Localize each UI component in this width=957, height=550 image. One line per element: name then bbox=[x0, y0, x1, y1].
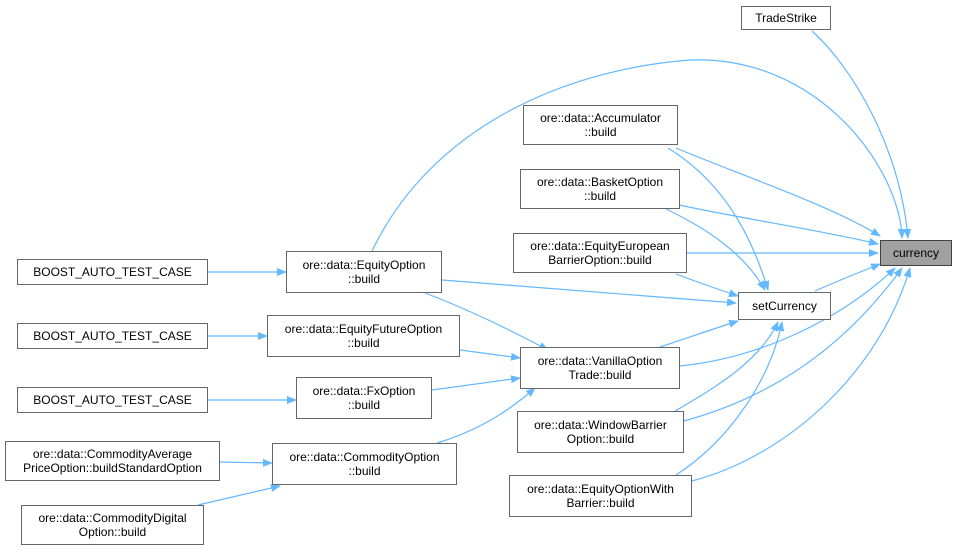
node-label: currency bbox=[892, 246, 939, 260]
node-label: ::build bbox=[347, 272, 381, 286]
edge-equityoption-setcurrency bbox=[441, 279, 737, 307]
edge-equityeuro-setcurrency bbox=[675, 273, 739, 297]
edge-fx-vanilla bbox=[431, 375, 521, 391]
node-currency: currency bbox=[880, 240, 952, 266]
node-label: ore::data::VanillaOption bbox=[537, 354, 663, 368]
node-accumulator-build[interactable]: ore::data::Accumulator::build bbox=[523, 105, 678, 145]
node-label: ore::data::BasketOption bbox=[536, 175, 664, 189]
edge-vanilla-setcurrency bbox=[659, 319, 739, 348]
edge-accumulator-setcurrency bbox=[667, 147, 770, 291]
node-label: ore::data::WindowBarrier bbox=[534, 418, 667, 432]
node-trade-strike[interactable]: TradeStrike bbox=[741, 6, 831, 30]
edge-accumulator-currency bbox=[675, 147, 881, 237]
edge-equityoption-currency bbox=[371, 59, 906, 252]
node-boost-auto-test-case-1[interactable]: BOOST_AUTO_TEST_CASE bbox=[17, 259, 208, 285]
edge-eqbarrier-setcurrency bbox=[675, 321, 785, 476]
node-label: BOOST_AUTO_TEST_CASE bbox=[33, 393, 192, 407]
node-basket-option-build[interactable]: ore::data::BasketOption::build bbox=[520, 169, 680, 209]
node-label: ore::data::EquityOption bbox=[302, 258, 426, 272]
node-label: BarrierOption::build bbox=[548, 253, 652, 267]
edge-equityfuture-vanilla bbox=[459, 349, 521, 361]
edge-basket-setcurrency bbox=[665, 208, 766, 291]
node-label: TradeStrike bbox=[755, 11, 817, 25]
node-label: ore::data::Accumulator bbox=[540, 111, 661, 125]
node-label: ::build bbox=[347, 398, 381, 412]
node-fx-option-build[interactable]: ore::data::FxOption::build bbox=[296, 377, 432, 419]
node-label: ore::data::FxOption bbox=[312, 384, 416, 398]
node-label: ore::data::CommodityAverage bbox=[32, 447, 193, 461]
node-label: ::build bbox=[348, 464, 381, 478]
edge-window-currency bbox=[683, 267, 903, 422]
edge-window-setcurrency bbox=[674, 321, 779, 412]
node-set-currency[interactable]: setCurrency bbox=[738, 292, 831, 320]
edge-setcurrency-currency bbox=[814, 263, 881, 292]
edge-equityoption-vanilla bbox=[424, 292, 549, 351]
node-label: Barrier::build bbox=[566, 496, 635, 510]
node-label: ore::data::CommodityOption bbox=[289, 450, 440, 464]
edge-commodity-vanilla bbox=[436, 387, 536, 444]
edge-basket-currency bbox=[678, 204, 879, 246]
node-label: BOOST_AUTO_TEST_CASE bbox=[33, 329, 192, 343]
node-label: BOOST_AUTO_TEST_CASE bbox=[33, 265, 192, 279]
edge-cap-commodity bbox=[219, 458, 273, 467]
node-label: setCurrency bbox=[752, 299, 817, 313]
node-label: Trade::build bbox=[568, 368, 632, 382]
node-boost-auto-test-case-3[interactable]: BOOST_AUTO_TEST_CASE bbox=[17, 387, 208, 413]
node-label: PriceOption::buildStandardOption bbox=[23, 461, 202, 475]
node-label: ore::data::CommodityDigital bbox=[38, 511, 187, 525]
edge-vanilla-currency bbox=[679, 267, 896, 367]
node-label: ore::data::EquityFutureOption bbox=[284, 322, 443, 336]
node-label: Option::build bbox=[78, 525, 147, 539]
node-label: ore::data::EquityOptionWith bbox=[527, 482, 674, 496]
node-label: ore::data::EquityEuropean bbox=[530, 239, 670, 253]
edge-eqbarrier-currency bbox=[691, 267, 912, 482]
edge-digital-commodity bbox=[197, 484, 281, 506]
node-label: ::build bbox=[584, 125, 617, 139]
node-boost-auto-test-case-2[interactable]: BOOST_AUTO_TEST_CASE bbox=[17, 323, 208, 349]
edge-tradestrike-currency bbox=[811, 30, 912, 239]
node-label: ::build bbox=[583, 189, 617, 203]
node-commodity-option-build[interactable]: ore::data::CommodityOption::build bbox=[272, 443, 457, 485]
node-equity-option-build[interactable]: ore::data::EquityOption::build bbox=[286, 251, 442, 293]
node-label: ::build bbox=[347, 336, 380, 350]
node-label: Option::build bbox=[566, 432, 635, 446]
node-equity-future-option-build[interactable]: ore::data::EquityFutureOption::build bbox=[267, 315, 460, 357]
